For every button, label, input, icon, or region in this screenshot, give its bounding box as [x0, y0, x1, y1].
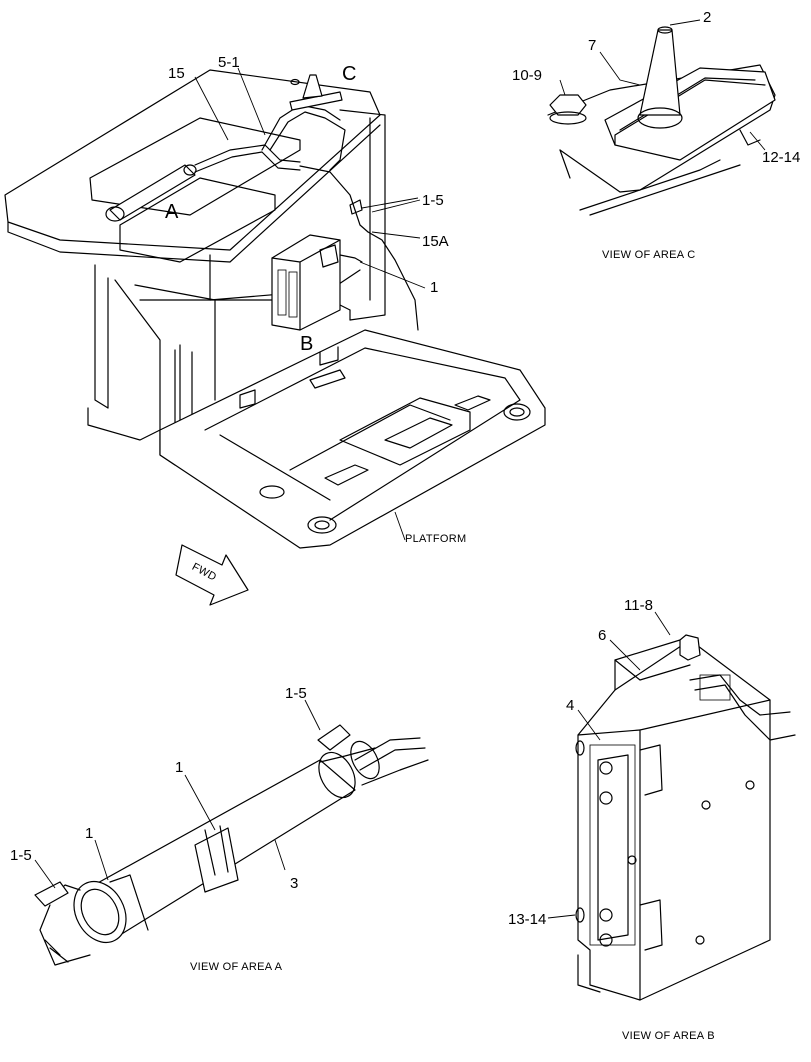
area-a-marker: A: [165, 201, 179, 223]
area-c-marker: C: [342, 63, 356, 85]
callout-3: 3: [290, 875, 298, 892]
callout-4: 4: [566, 697, 574, 714]
main-assembly-drawing: [4, 69, 546, 549]
main-leader-lines: [194, 67, 426, 541]
callout-1-left: 1: [85, 825, 93, 842]
callout-15a: 15A: [422, 233, 449, 250]
callout-5-1: 5-1: [218, 54, 240, 71]
view-area-a-caption: VIEW OF AREA A: [190, 961, 283, 973]
view-c-leader-lines: [559, 19, 766, 151]
callout-7: 7: [588, 37, 596, 54]
platform-label: PLATFORM: [405, 533, 466, 545]
callout-10-9: 10-9: [512, 67, 542, 84]
forward-arrow-icon: FWD: [175, 544, 249, 606]
area-b-marker: B: [300, 333, 313, 355]
view-area-a-drawing: [34, 724, 429, 966]
callout-2: 2: [703, 9, 711, 26]
callout-1-5: 1-5: [422, 192, 444, 209]
callout-1-5-left: 1-5: [10, 847, 32, 864]
callout-1-5-top: 1-5: [285, 685, 307, 702]
view-a-leader-lines: [34, 699, 321, 889]
callout-6: 6: [598, 627, 606, 644]
view-area-b-drawing: [575, 634, 796, 1001]
view-area-b-caption: VIEW OF AREA B: [622, 1030, 715, 1042]
callout-12-14: 12-14: [762, 149, 800, 166]
callout-1: 1: [430, 279, 438, 296]
callout-13-14: 13-14: [508, 911, 546, 928]
view-area-c-caption: VIEW OF AREA C: [602, 249, 695, 261]
callout-15: 15: [168, 65, 185, 82]
view-area-c-drawing: [547, 26, 776, 216]
callout-1-center: 1: [175, 759, 183, 776]
view-b-leader-lines: [547, 611, 671, 919]
callout-11-8: 11-8: [624, 597, 653, 614]
